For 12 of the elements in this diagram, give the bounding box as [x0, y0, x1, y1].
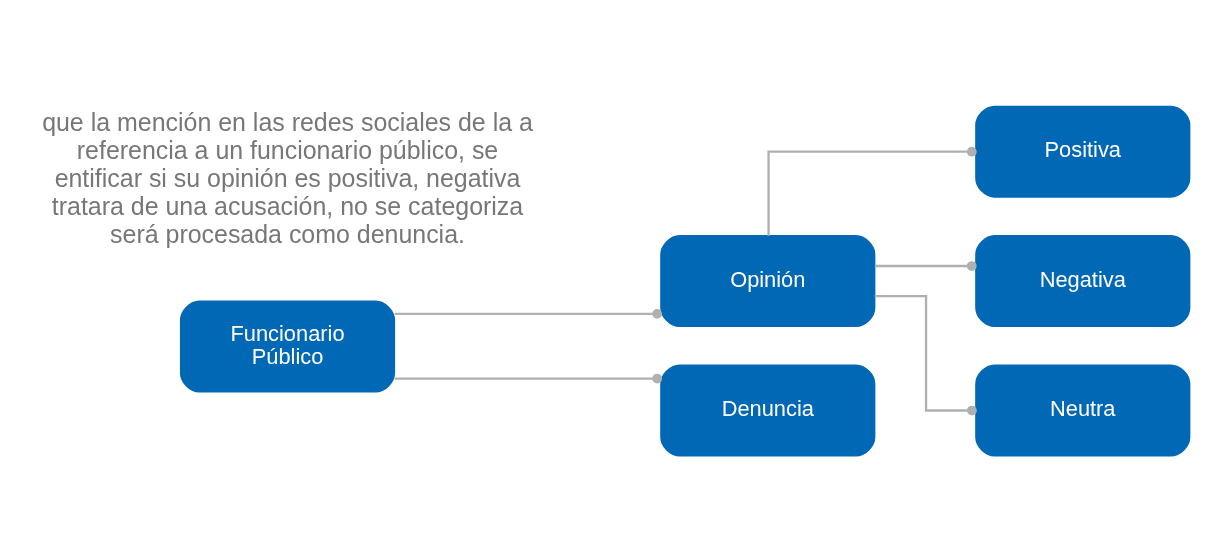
connector: [394, 308, 663, 319]
node-box: Positiva: [975, 105, 1191, 198]
node-box: Denuncia: [660, 364, 876, 457]
node-box: Negativa: [975, 234, 1191, 327]
connector: [874, 260, 977, 271]
node-box: Opinión: [660, 234, 876, 327]
node-box: Neutra: [975, 364, 1191, 457]
connector: [767, 146, 977, 236]
connector: [394, 373, 663, 383]
node-box: Funcionario Público: [179, 300, 396, 393]
label: que la mención en las redes sociales de la a referencia a un funcionario público, se entificar si su opinión es positiva, negativa tratara de una acusación, no se categoriza será procesada como denuncia.: [42, 107, 533, 248]
connector: [874, 294, 977, 415]
